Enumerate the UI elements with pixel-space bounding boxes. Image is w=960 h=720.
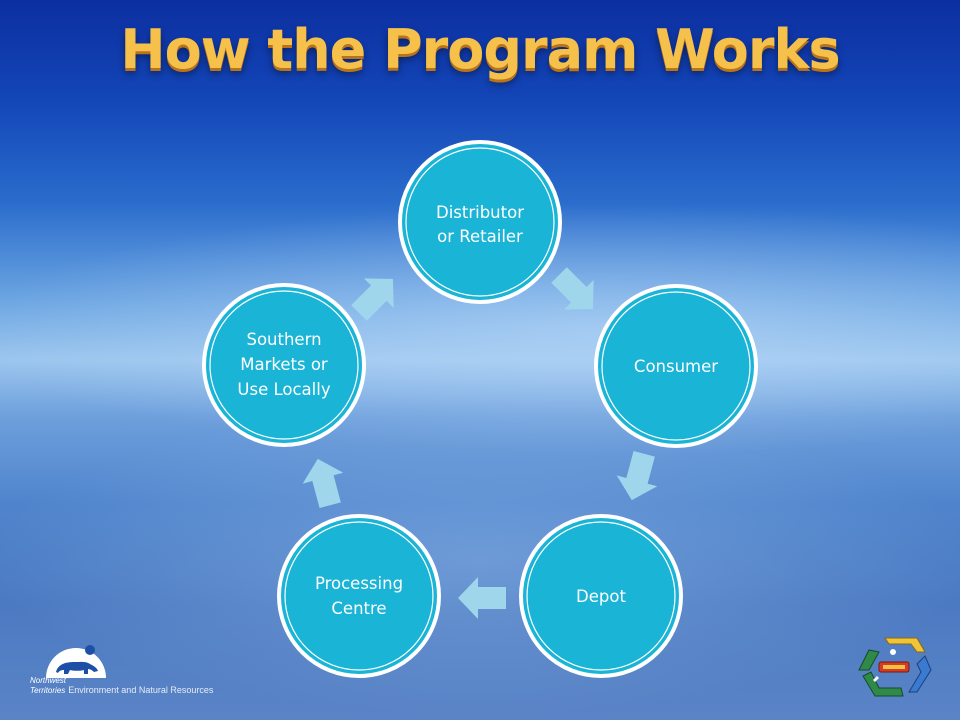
polar-bear-icon xyxy=(46,645,106,678)
node-consumer-label: Consumer xyxy=(634,357,718,376)
arrow-depot-to-processing xyxy=(458,577,506,619)
node-processing-label-line1: Processing xyxy=(315,574,403,593)
node-distributor-label-line1: Distributor xyxy=(436,203,524,222)
node-processing-label-line2: Centre xyxy=(331,599,386,618)
node-distributor: Distributor or Retailer xyxy=(398,140,562,304)
node-distributor-label-line2: or Retailer xyxy=(437,227,523,246)
org-name-territories: Territories xyxy=(30,686,66,695)
node-southern-label-line1: Southern xyxy=(246,330,321,349)
node-southern-label-line2: Markets or xyxy=(240,355,328,374)
arrow-consumer-to-depot xyxy=(616,450,658,501)
node-depot-label: Depot xyxy=(576,587,626,606)
arrow-processing-to-southern xyxy=(302,458,344,509)
arrow-distributor-to-consumer xyxy=(551,267,594,310)
node-southern: Southern Markets or Use Locally xyxy=(202,283,366,447)
department-name: Environment and Natural Resources xyxy=(68,685,214,695)
node-southern-label-line3: Use Locally xyxy=(237,380,330,399)
recycling-logo-icon xyxy=(858,637,932,697)
arrow-southern-to-distributor xyxy=(351,278,394,321)
node-depot: Depot xyxy=(519,514,683,678)
slide-title: How the Program Works xyxy=(120,18,840,81)
node-consumer: Consumer xyxy=(594,284,758,448)
node-processing: Processing Centre xyxy=(277,514,441,678)
org-name-line1: Northwest xyxy=(30,676,67,685)
